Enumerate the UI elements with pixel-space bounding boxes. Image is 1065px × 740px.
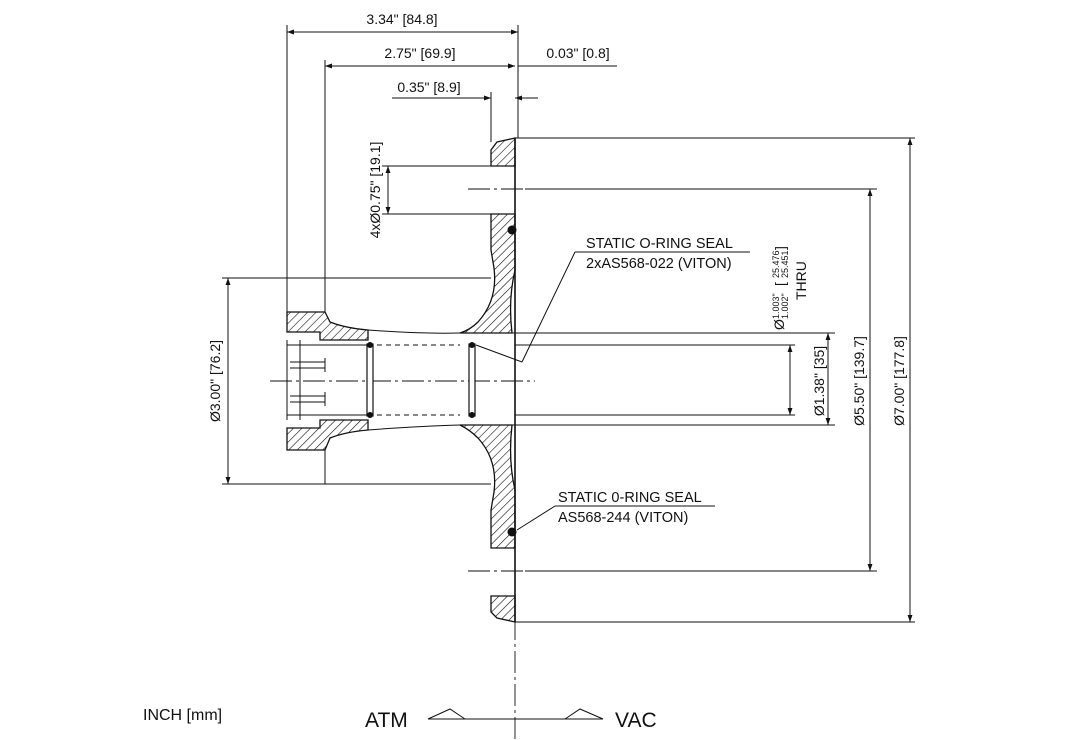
o-ring-seals — [366, 225, 517, 537]
dimension-lines — [225, 29, 913, 622]
dim-flange-diameter: Ø7.00" [177.8] — [891, 336, 907, 426]
thru-upper-mm: 25.476 — [771, 250, 781, 278]
atm-label: ATM — [365, 709, 408, 732]
dim-bolt-holes: 4xØ0.75" [19.1] — [367, 142, 383, 239]
thru-upper-inch: 1.003" — [771, 293, 781, 319]
callout-flange-oring-title: STATIC 0-RING SEAL — [558, 490, 702, 506]
extension-lines — [222, 25, 915, 623]
leader-lines — [475, 251, 750, 531]
dim-bolt-circle: Ø5.50" [139.7] — [851, 336, 867, 426]
thru-lower-inch: 1.002" — [780, 293, 790, 319]
units-label: INCH [mm] — [143, 707, 222, 724]
dim-flange-thickness: 0.35" [8.9] — [397, 79, 460, 95]
dim-overall-length: 3.34" [84.8] — [366, 11, 437, 27]
flange-section — [459, 137, 516, 623]
thru-diameter-symbol: Ø — [771, 319, 787, 330]
vac-label: VAC — [615, 709, 657, 732]
atm-hub-section — [286, 277, 491, 485]
thru-lower-mm: 25.451 — [780, 250, 790, 278]
thru-bore-tolerance: Ø 1.003" 1.002" [ 25.476 25.451 ] THRU — [771, 246, 809, 330]
callout-shaft-oring-spec: 2xAS568-022 (VITON) — [586, 256, 732, 272]
thru-label: THRU — [793, 261, 809, 300]
thru-bracket-close: ] — [772, 246, 788, 250]
callout-flange-oring-spec: AS568-244 (VITON) — [558, 510, 688, 526]
dim-length-to-flange: 2.75" [69.9] — [384, 45, 455, 61]
dim-bore-diameter: Ø1.38" [35] — [811, 346, 827, 416]
dim-face-offset: 0.03" [0.8] — [546, 45, 609, 61]
dim-atm-diameter: Ø3.00" [76.2] — [207, 340, 223, 422]
atm-vac-indicator: ATM VAC — [365, 708, 657, 732]
thru-bracket-open: [ — [772, 282, 788, 286]
callout-shaft-oring-title: STATIC O-RING SEAL — [586, 236, 733, 252]
